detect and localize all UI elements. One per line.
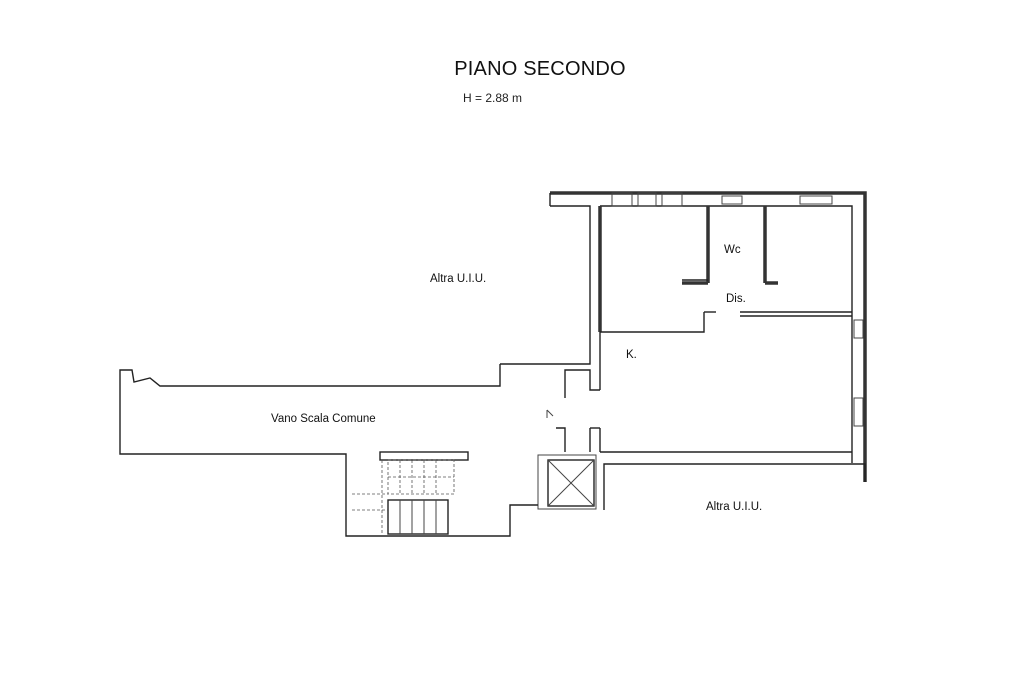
plan-title: PIANO SECONDO xyxy=(454,58,626,80)
room-label-altra-bottom: Altra U.I.U. xyxy=(706,501,762,513)
elevator-shaft xyxy=(537,454,866,510)
common-stair-hall xyxy=(119,364,538,537)
room-label-dis: Dis. xyxy=(726,293,746,305)
room-label-vano-scala: Vano Scala Comune xyxy=(271,413,376,425)
corridor xyxy=(546,369,600,452)
room-label-kitchen: K. xyxy=(626,349,637,361)
apartment-walls xyxy=(500,191,867,482)
ceiling-height: H = 2.88 m xyxy=(463,91,523,105)
room-label-wc: Wc xyxy=(724,244,741,256)
room-label-altra-top: Altra U.I.U. xyxy=(430,273,486,285)
